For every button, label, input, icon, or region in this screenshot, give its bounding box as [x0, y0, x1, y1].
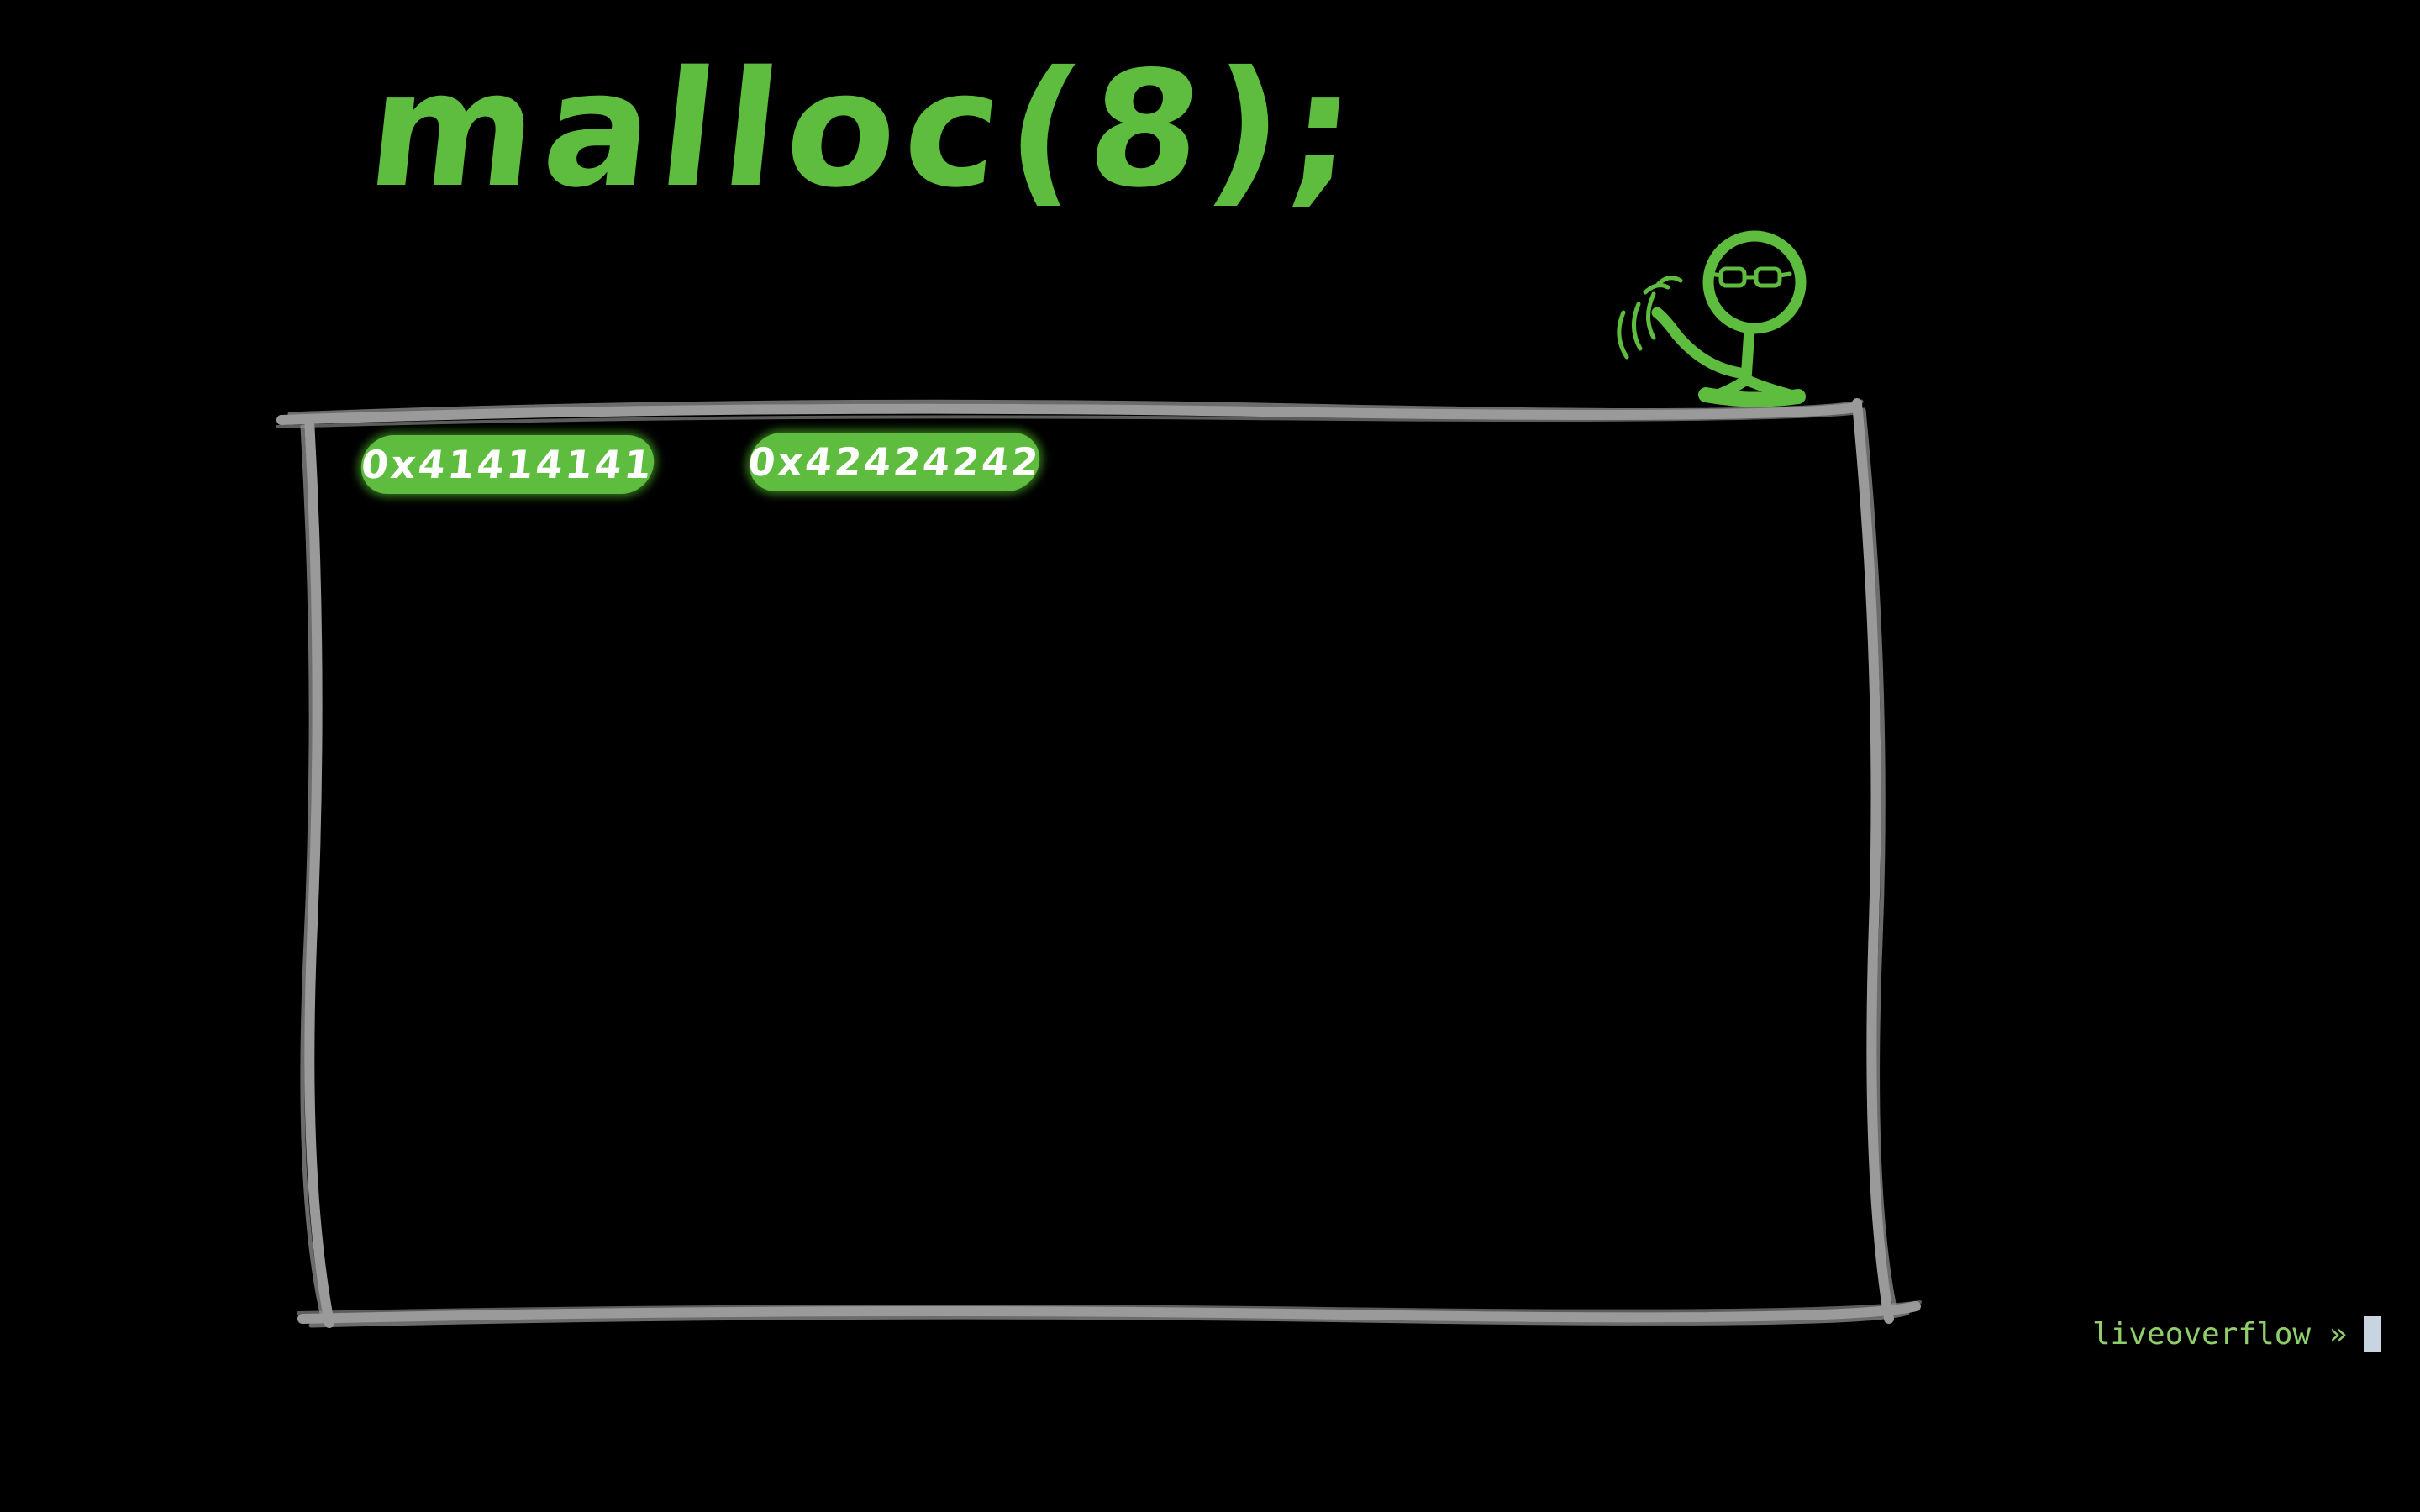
mascot-arm	[1651, 307, 1752, 380]
glasses-icon	[1708, 266, 1792, 288]
prompt-text: liveoverflow »	[2092, 1316, 2348, 1352]
mascot-icon	[1617, 230, 1807, 407]
wave-lines	[1617, 291, 1656, 360]
cursor-icon	[2364, 1316, 2381, 1352]
box-top-edge	[276, 402, 1862, 425]
chunk-value-2: 0x42424242	[746, 433, 1043, 491]
chunk-value-1: 0x41414141	[358, 435, 657, 494]
box-bottom-edge	[297, 1301, 1921, 1324]
memory-chunk-box	[276, 398, 1922, 1328]
box-right-edge	[1852, 398, 1894, 1324]
box-left-edge	[304, 415, 334, 1328]
terminal-prompt[interactable]: liveoverflow »	[2092, 1316, 2381, 1352]
